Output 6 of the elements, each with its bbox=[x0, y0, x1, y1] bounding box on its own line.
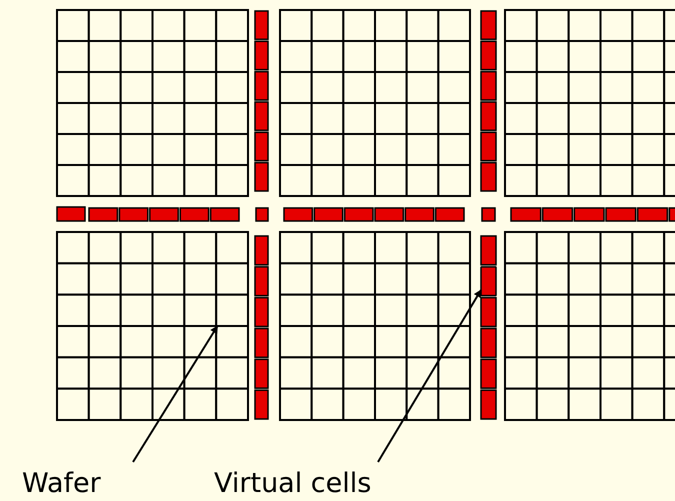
callout-label: Wafer bbox=[22, 468, 101, 500]
wafer-cell bbox=[215, 294, 249, 327]
callout-label: Virtual cells bbox=[214, 468, 372, 500]
leader-arrow bbox=[377, 289, 482, 463]
virtual-cell bbox=[480, 266, 497, 296]
leader-arrow bbox=[132, 325, 218, 463]
